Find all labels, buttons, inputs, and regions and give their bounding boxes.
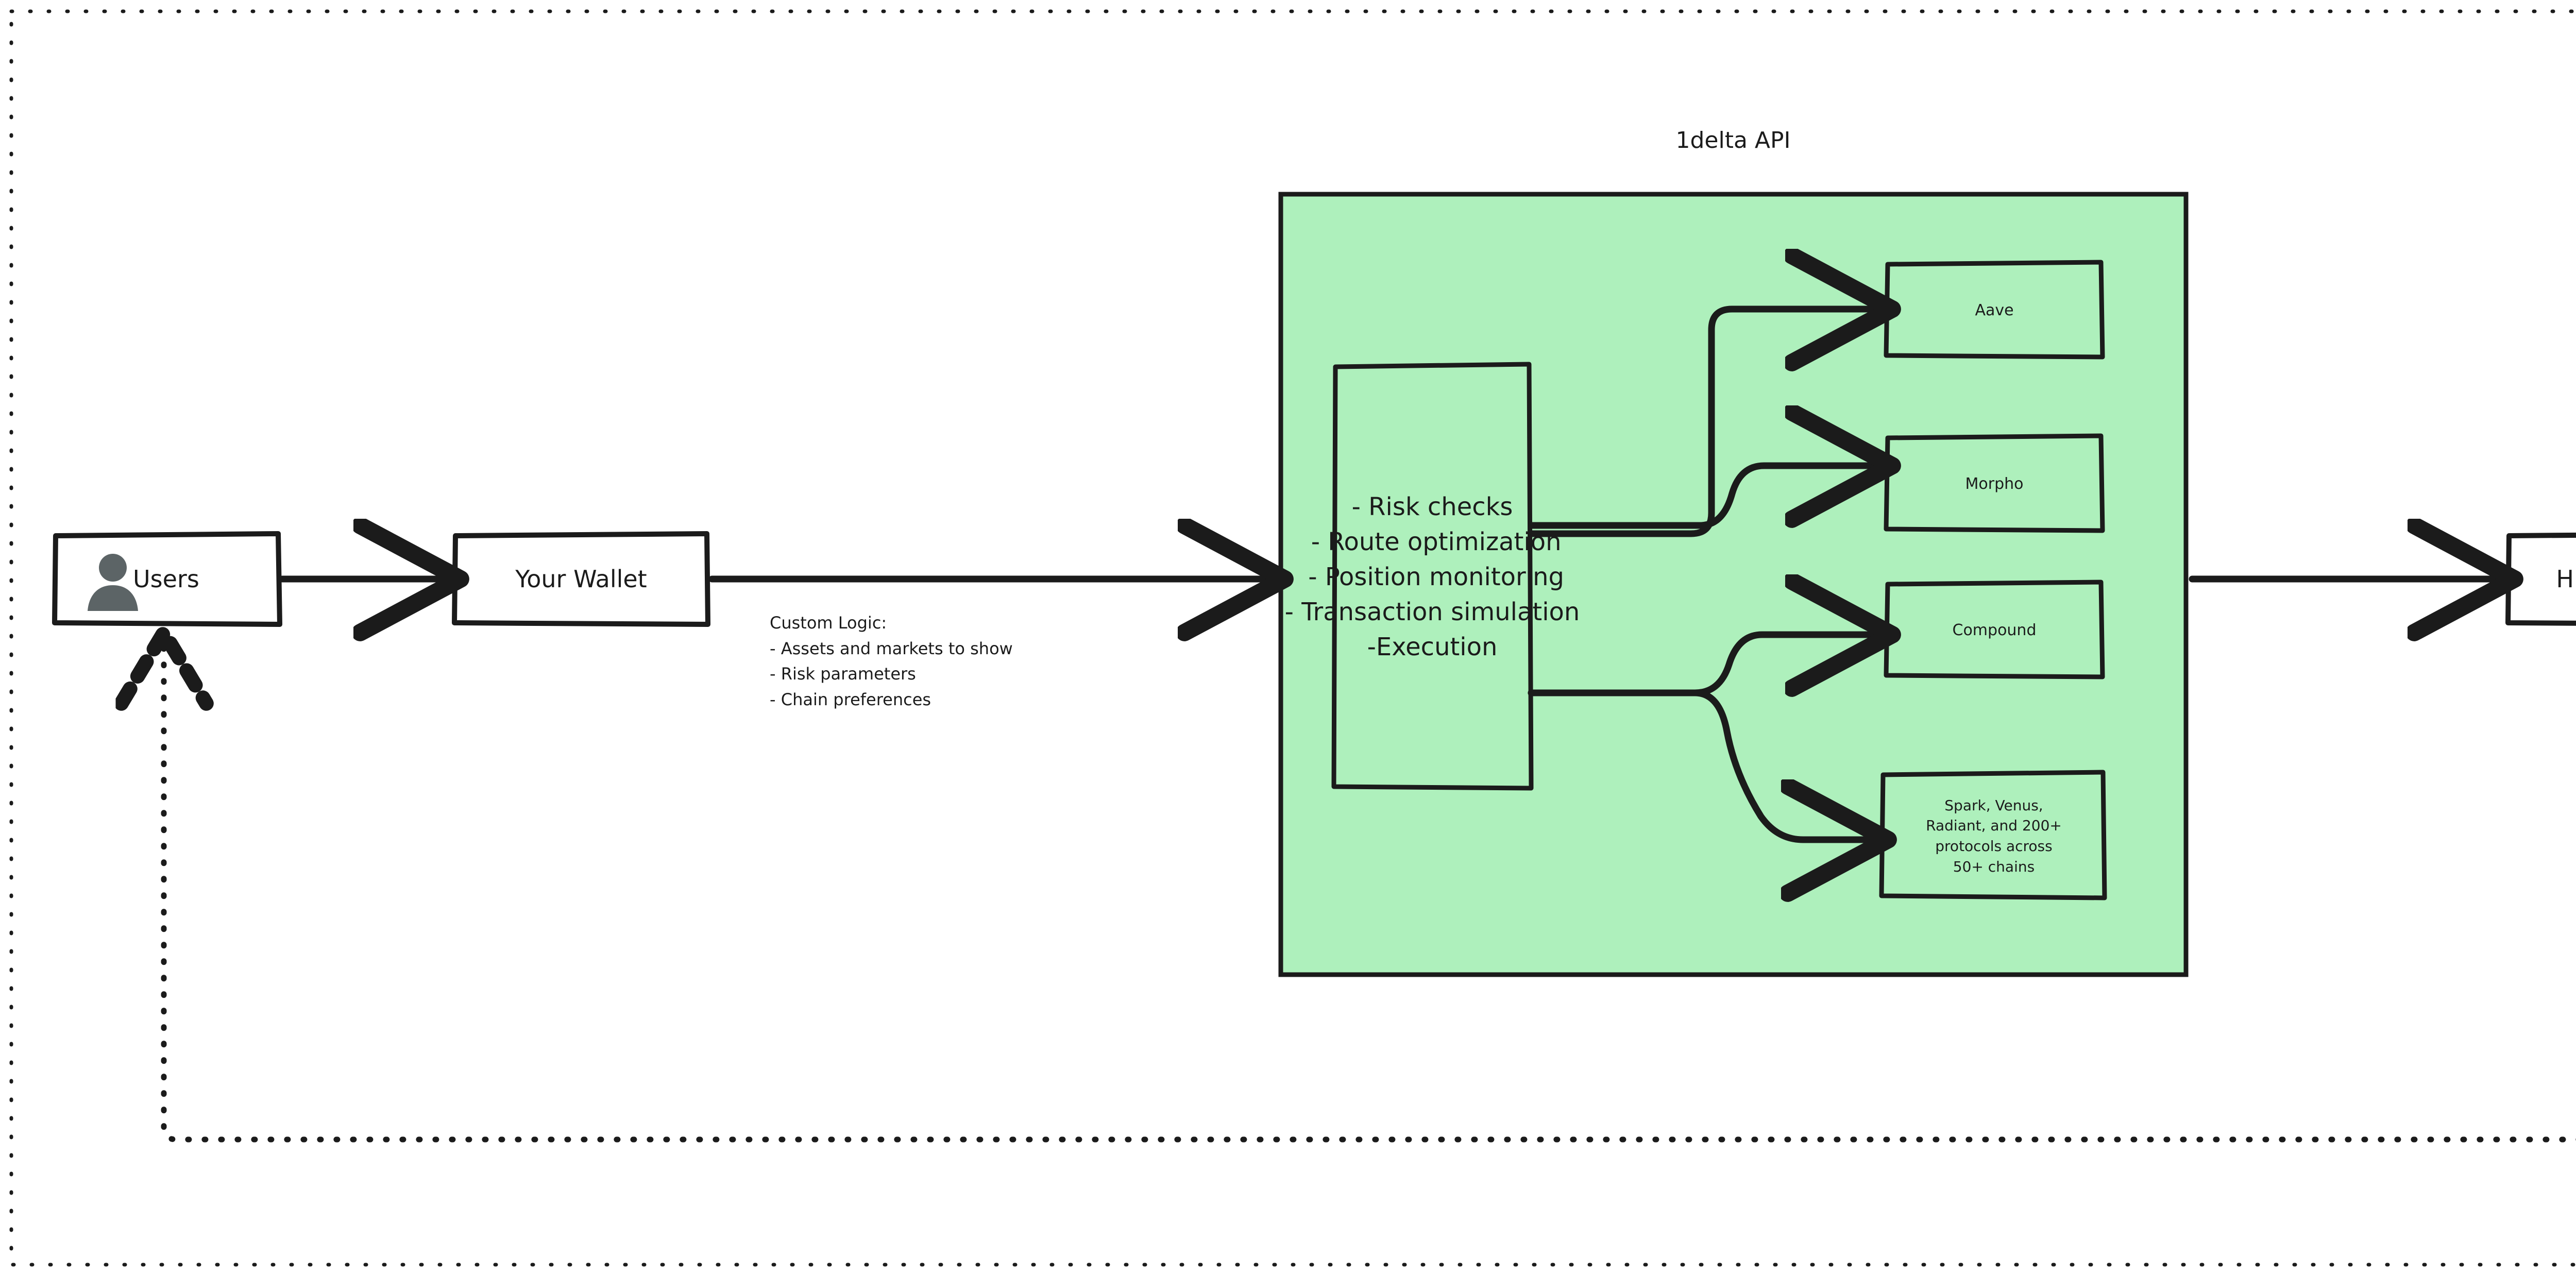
edge-engine-to-aave <box>1528 309 1872 537</box>
wallet-box <box>452 531 710 627</box>
edge-engine-to-others <box>1528 689 1868 840</box>
protocol-box-morpho <box>1884 433 2105 533</box>
highest-yield-box <box>2505 532 2576 626</box>
protocol-box-others <box>1879 770 2107 900</box>
diagram-frame <box>9 9 2576 1267</box>
edge-engine-to-morpho-path <box>1528 466 1872 529</box>
engine-box <box>1331 362 1534 791</box>
protocol-box-aave <box>1884 260 2105 360</box>
edge-engine-to-compound <box>1528 635 1872 693</box>
protocol-box-compound <box>1884 580 2105 679</box>
person-icon <box>88 554 138 611</box>
